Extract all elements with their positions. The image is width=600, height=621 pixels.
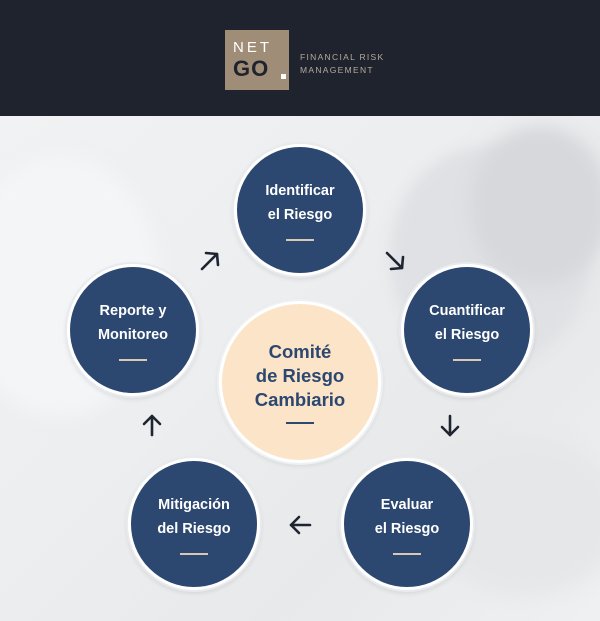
step-cuantificar: Cuantificar el Riesgo [401,264,533,396]
netgo-logo: NET GO [225,30,289,90]
logo-tagline: FINANCIAL RISK MANAGEMENT [300,51,384,77]
center-circle: Comité de Riesgo Cambiario [219,301,381,463]
center-label: Comité de Riesgo Cambiario [254,341,346,410]
step-mitigacion-label: Mitigación del Riesgo [157,497,231,537]
center-divider [286,422,314,424]
logo-dot [281,74,286,79]
arrow-up-right-icon [200,251,220,271]
step-cuantificar-label: Cuantificar el Riesgo [429,303,505,343]
step-mitigacion-divider [180,553,208,555]
step-identificar-divider [286,239,314,241]
logo-go-text: GO [233,56,270,81]
step-reporte: Reporte y Monitoreo [67,264,199,396]
logo-tagline-line-2: MANAGEMENT [300,65,374,75]
arrow-down-icon [440,414,460,437]
arrow-left-icon [289,515,312,535]
step-evaluar-divider [393,553,421,555]
step-evaluar-label: Evaluar el Riesgo [374,497,440,537]
logo-net-text: NET [233,39,272,56]
step-cuantificar-divider [453,359,481,361]
step-reporte-divider [119,359,147,361]
step-evaluar: Evaluar el Riesgo [341,458,473,590]
step-mitigacion: Mitigación del Riesgo [128,458,260,590]
logo-tagline-line-1: FINANCIAL RISK [300,52,385,62]
step-identificar: Identificar el Riesgo [234,144,366,276]
bg-person-head [470,126,600,286]
step-identificar-label: Identificar el Riesgo [265,183,335,223]
arrow-up-icon [142,414,162,437]
step-reporte-label: Reporte y Monitoreo [97,303,169,343]
arrow-down-right-icon [385,251,405,271]
header-bar: NET GO FINANCIAL RISK MANAGEMENT [0,0,600,116]
